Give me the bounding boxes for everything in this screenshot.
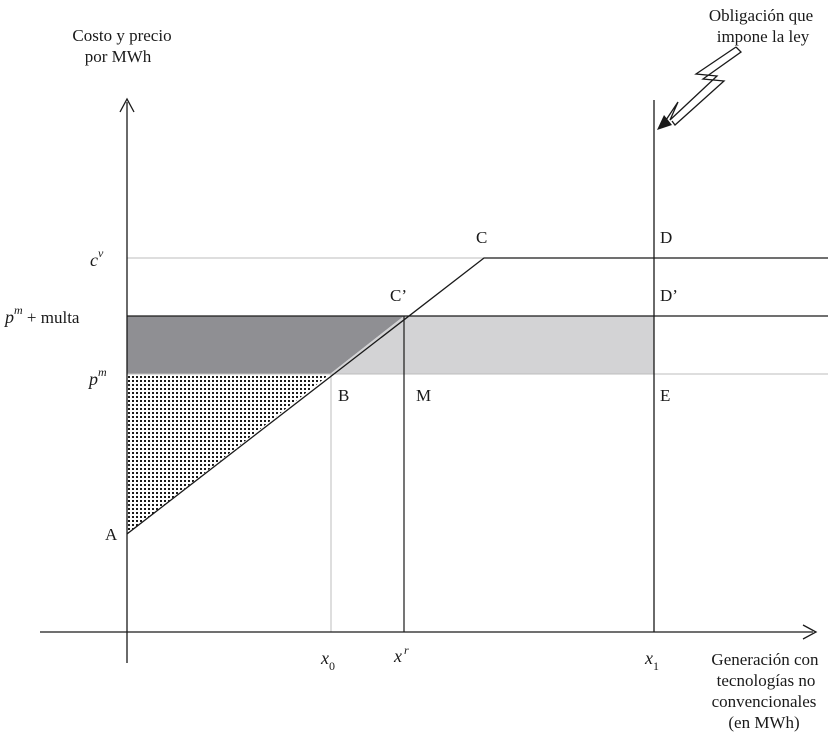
law-annotation-line2: impone la ley xyxy=(717,27,810,46)
dark-area xyxy=(127,316,404,374)
law-arrow-icon xyxy=(663,46,737,124)
pm-multa-tick-label: pm + multa xyxy=(3,303,80,327)
x-axis-title-line1: Generación con xyxy=(711,650,819,669)
point-label-B: B xyxy=(338,386,349,405)
point-label-M: M xyxy=(416,386,431,405)
y-axis-title-line1: Costo y precio xyxy=(72,26,171,45)
point-label-D: D xyxy=(660,228,672,247)
law-arrow-head xyxy=(657,115,672,130)
x-axis-title-line3: convencionales xyxy=(712,692,817,711)
point-label-E: E xyxy=(660,386,670,405)
x0-tick-label: x0 xyxy=(320,648,335,673)
x-axis-arrowhead xyxy=(802,624,818,640)
y-axis-title-line2: por MWh xyxy=(85,47,152,66)
cv-tick-label: cv xyxy=(90,246,104,270)
y-axis-arrowhead xyxy=(119,97,135,113)
pm-tick-label: pm xyxy=(87,365,107,389)
law-annotation-line1: Obligación que xyxy=(709,6,813,25)
point-label-C: C xyxy=(476,228,487,247)
x-axis-title-line2: tecnologías no xyxy=(717,671,816,690)
cost-curve xyxy=(126,257,828,535)
x-axis-title-line4: (en MWh) xyxy=(728,713,799,732)
point-label-Dprime: D’ xyxy=(660,286,678,305)
law-arrow-shaft xyxy=(671,46,743,126)
point-label-Cprime: C’ xyxy=(390,286,407,305)
point-label-A: A xyxy=(105,525,118,544)
x1-tick-label: x1 xyxy=(644,648,659,673)
light-area xyxy=(330,316,654,374)
